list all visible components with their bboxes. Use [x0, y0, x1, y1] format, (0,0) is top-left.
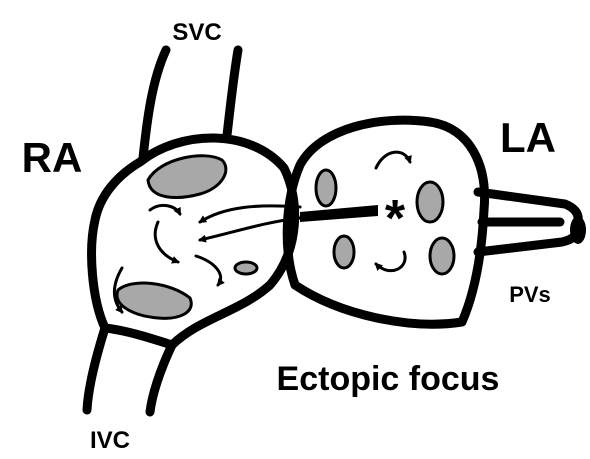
label-ra: RA [22, 134, 83, 181]
label-ectopic-focus: Ectopic focus [277, 360, 500, 398]
label-pvs: PVs [509, 282, 551, 307]
label-svc: SVC [172, 19, 221, 46]
ra-shaded-regions [117, 156, 257, 319]
conduction-band [300, 205, 378, 222]
label-la: LA [500, 114, 556, 161]
ectopic-focus-marker: * [385, 190, 406, 248]
pulmonary-veins [478, 192, 586, 252]
label-ivc: IVC [90, 427, 130, 454]
